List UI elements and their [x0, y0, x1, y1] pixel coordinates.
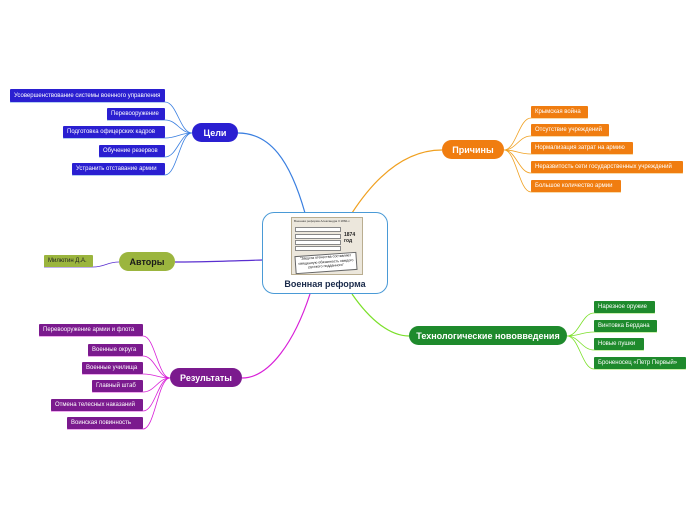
branch-goals-label: Цели — [203, 127, 227, 138]
branch-tech[interactable]: Технологические нововведения — [409, 326, 567, 345]
image-year: 1874 год — [344, 232, 356, 244]
image-header: Военная реформа Александра II 1860-х — [294, 219, 350, 223]
connector-line — [72, 132, 193, 176]
branch-authors-label: Авторы — [129, 256, 165, 267]
cause-item[interactable]: Крымская война — [531, 106, 588, 118]
connector-line — [88, 355, 171, 379]
connector-line — [174, 259, 263, 263]
branch-goals[interactable]: Цели — [192, 123, 238, 142]
image-quote: "Защита отечества составляет священную о… — [294, 251, 358, 274]
connector-line — [503, 135, 609, 151]
connector-line — [503, 117, 588, 151]
branch-causes[interactable]: Причины — [442, 140, 504, 159]
cause-item[interactable]: Отсутствие учреждений — [531, 124, 609, 136]
branch-causes-label: Причины — [452, 144, 494, 155]
image-row — [295, 227, 341, 232]
image-row — [295, 246, 341, 251]
connector-line — [237, 132, 306, 214]
central-topic[interactable]: Военная реформа Александра II 1860-х 187… — [262, 212, 388, 294]
result-item[interactable]: Перевооружение армии и флота — [39, 324, 143, 336]
result-item[interactable]: Воинская повинность — [67, 417, 143, 429]
result-item[interactable]: Военные училища — [82, 362, 143, 374]
connector-line — [92, 377, 171, 393]
goal-item[interactable]: Подготовка офицерских кадров — [63, 126, 165, 138]
author-item[interactable]: Милютин Д.А. — [44, 255, 93, 267]
goal-item[interactable]: Обучение резервов — [99, 145, 165, 157]
result-item[interactable]: Военные округа — [88, 344, 143, 356]
connector-line — [566, 335, 686, 370]
connector-line — [82, 373, 171, 379]
tech-item[interactable]: Броненосец «Петр Первый» — [594, 357, 686, 369]
tech-item[interactable]: Винтовка Бердана — [594, 320, 657, 332]
connector-line — [503, 149, 633, 155]
goal-item[interactable]: Усовершенствование системы военного упра… — [10, 89, 165, 102]
tech-item[interactable]: Нарезное оружие — [594, 301, 655, 313]
cause-item[interactable]: Большое количество армии — [531, 180, 621, 192]
connector-line — [566, 335, 644, 351]
connector-line — [241, 293, 311, 379]
branch-tech-label: Технологические нововведения — [416, 330, 560, 341]
tech-item[interactable]: Новые пушки — [594, 338, 644, 350]
reform-image: Военная реформа Александра II 1860-х 187… — [291, 217, 363, 275]
connector-line — [63, 132, 193, 139]
cause-item[interactable]: Неразвитость сети государственных учрежд… — [531, 161, 683, 173]
connector-line — [44, 261, 120, 268]
connector-line — [351, 293, 410, 337]
result-item[interactable]: Главный штаб — [92, 380, 143, 392]
cause-item[interactable]: Нормализация затрат на армию — [531, 142, 633, 154]
connector-line — [566, 331, 657, 337]
goal-item[interactable]: Перевооружение — [107, 108, 165, 120]
goal-item[interactable]: Устранить отставание армии — [72, 163, 165, 175]
connector-line — [67, 377, 171, 430]
branch-authors[interactable]: Авторы — [119, 252, 175, 271]
image-row — [295, 240, 341, 245]
connector-line — [107, 119, 193, 134]
branch-results[interactable]: Результаты — [170, 368, 242, 387]
connector-line — [351, 149, 443, 214]
branch-results-label: Результаты — [180, 372, 232, 383]
image-row — [295, 234, 341, 239]
connector-line — [503, 149, 621, 193]
central-topic-title: Военная реформа — [284, 279, 366, 289]
connector-line — [566, 312, 655, 337]
result-item[interactable]: Отмена телесных наказаний — [51, 399, 143, 411]
connector-line — [10, 101, 193, 134]
connector-line — [39, 335, 171, 379]
